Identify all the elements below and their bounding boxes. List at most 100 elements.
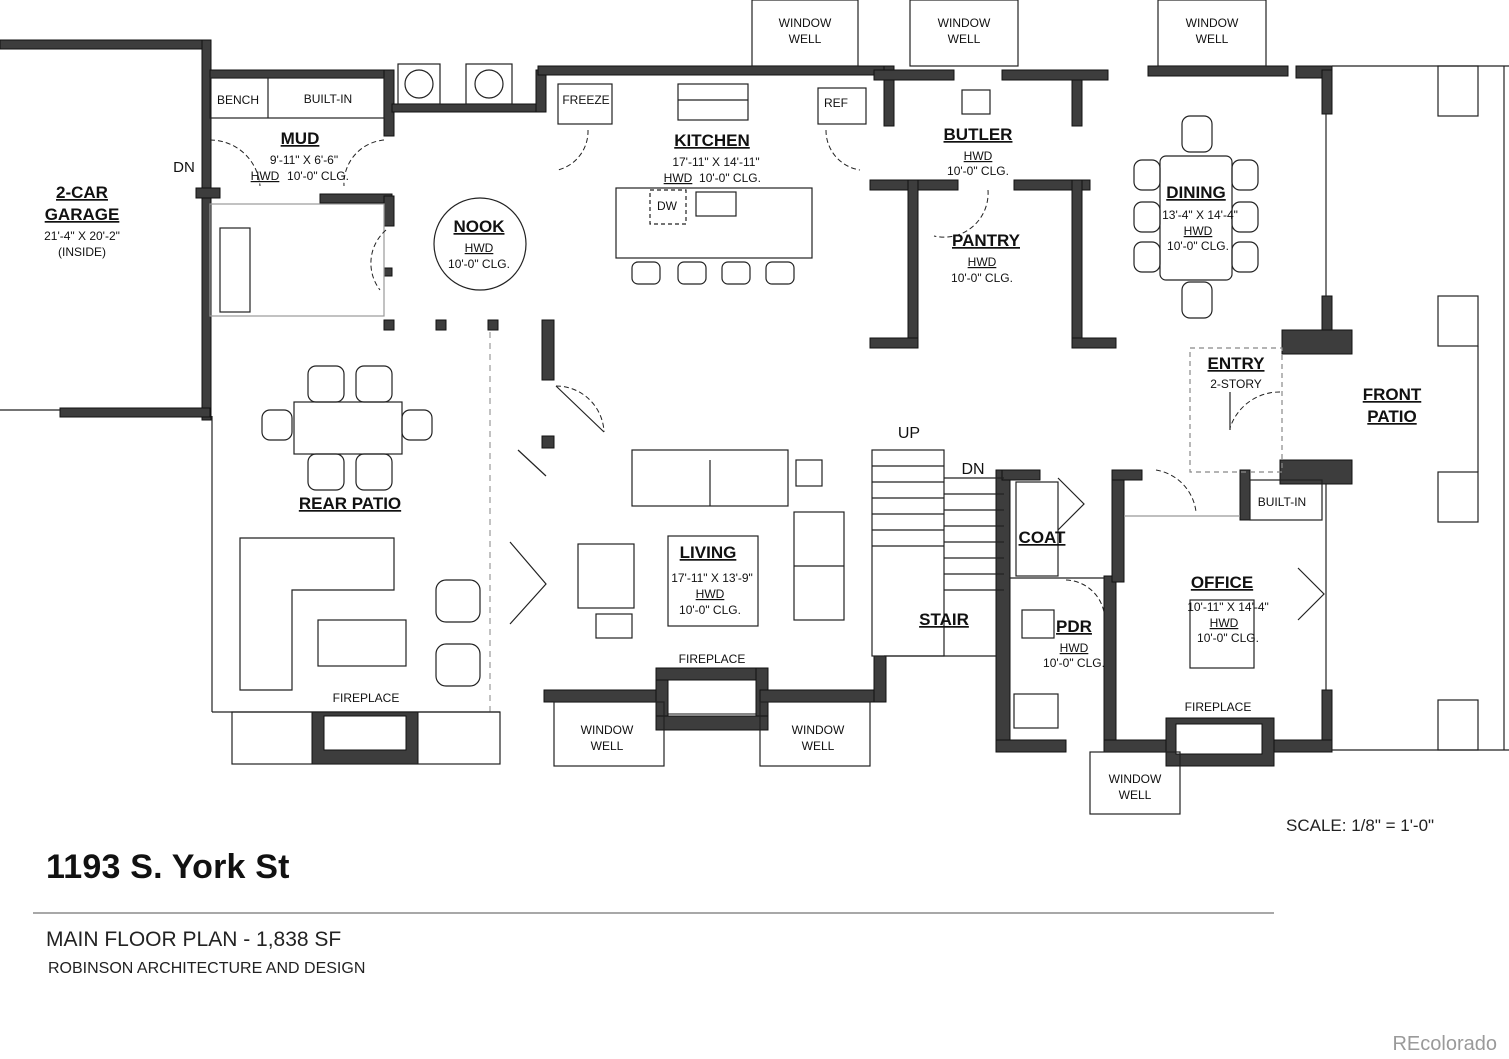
kitchen-ref-label: REF xyxy=(824,96,848,110)
nook-ceiling: 10'-0" CLG. xyxy=(448,257,510,271)
pantry-wall xyxy=(1071,337,1117,349)
butler-floor: HWD xyxy=(964,149,993,163)
living-wall xyxy=(541,319,555,381)
north-wall xyxy=(537,65,895,76)
kitchen-floor: HWD xyxy=(664,171,693,185)
nook-floor: HWD xyxy=(465,241,494,255)
coat-name: COAT xyxy=(1019,528,1067,547)
entry-name: ENTRY xyxy=(1208,354,1266,373)
dining-floor: HWD xyxy=(1184,224,1213,238)
stair-dn-label: DN xyxy=(961,461,984,478)
mud-builtin-label: BUILT-IN xyxy=(304,92,352,106)
pdr-floor: HWD xyxy=(1060,641,1089,655)
kitchen-name: KITCHEN xyxy=(674,131,750,150)
north-wall xyxy=(1147,65,1289,77)
living-wall xyxy=(655,715,769,731)
living-wall xyxy=(543,689,665,703)
office-floor: HWD xyxy=(1210,616,1239,630)
living-wall xyxy=(541,435,555,449)
mud-bench-label: BENCH xyxy=(217,93,259,107)
pdr-wall xyxy=(1103,575,1117,753)
window-well-label: WINDOW xyxy=(581,723,634,737)
garage-wall xyxy=(201,39,212,421)
living-wall xyxy=(759,689,885,703)
office-wall xyxy=(1103,739,1171,753)
mud-wall xyxy=(195,187,221,199)
window-well-label: WINDOW xyxy=(938,16,991,30)
office-builtin-label: BUILT-IN xyxy=(1258,495,1306,509)
stair-up-label: UP xyxy=(898,425,920,442)
office-dims: 10'-11" X 14'-4" xyxy=(1187,600,1269,614)
garage-name-line1: 2-CAR xyxy=(56,183,108,202)
office-wall xyxy=(1111,469,1143,481)
office-name: OFFICE xyxy=(1191,573,1253,592)
window-well-label: WINDOW xyxy=(792,723,845,737)
kitchen-dw-label: DW xyxy=(657,199,678,213)
title-divider xyxy=(33,912,1274,914)
pantry-wall xyxy=(869,179,911,191)
pantry-wall xyxy=(1013,179,1091,191)
living-wall xyxy=(873,655,887,703)
north-wall xyxy=(883,65,895,127)
office-wall xyxy=(1111,469,1125,583)
mud-wall xyxy=(391,103,545,113)
kitchen-dims: 17'-11" X 14'-11" xyxy=(672,155,759,169)
pantry-ceiling: 10'-0" CLG. xyxy=(951,271,1013,285)
mud-wall xyxy=(383,69,395,137)
pdr-name: PDR xyxy=(1056,617,1092,636)
kitchen-freeze-label: FREEZE xyxy=(562,93,609,107)
office-wall xyxy=(1239,469,1251,521)
mud-wall xyxy=(383,195,395,227)
mud-dn-label: DN xyxy=(173,159,195,176)
living-name: LIVING xyxy=(680,543,737,562)
watermark: REcolorado xyxy=(1392,1033,1497,1055)
garage-note: (INSIDE) xyxy=(58,245,106,259)
dining-name: DINING xyxy=(1166,183,1226,202)
window-well-label: WELL xyxy=(948,32,981,46)
living-dims: 17'-11" X 13'-9" xyxy=(671,571,753,585)
mud-dims: 9'-11" X 6'-6" xyxy=(270,153,338,167)
north-wall xyxy=(873,69,955,81)
plan-title: MAIN FLOOR PLAN - 1,838 SF xyxy=(46,928,342,951)
pantry-wall xyxy=(907,179,919,349)
pantry-floor: HWD xyxy=(968,255,997,269)
nook-post xyxy=(435,319,447,331)
garage-name-line2: GARAGE xyxy=(45,205,120,224)
entry-note: 2-STORY xyxy=(1210,377,1262,391)
living-wall xyxy=(655,667,767,681)
garage-wall xyxy=(59,407,211,418)
stair-wall xyxy=(995,469,1011,751)
window-well-label: WINDOW xyxy=(1186,16,1239,30)
window-well-label: WINDOW xyxy=(1109,772,1162,786)
mud-floor: HWD xyxy=(251,169,280,183)
living-ceiling: 10'-0" CLG. xyxy=(679,603,741,617)
property-address: 1193 S. York St xyxy=(46,848,290,886)
butler-ceiling: 10'-0" CLG. xyxy=(947,164,1009,178)
garage-dims: 21'-4" X 20'-2" xyxy=(44,229,120,243)
north-wall xyxy=(1001,69,1109,81)
firm-name: ROBINSON ARCHITECTURE AND DESIGN xyxy=(48,960,366,977)
dining-ceiling: 10'-0" CLG. xyxy=(1167,239,1229,253)
stair-wall xyxy=(1001,469,1041,481)
east-wall xyxy=(1281,329,1353,355)
kitchen-ceiling: 10'-0" CLG. xyxy=(699,171,761,185)
window-well-label: WELL xyxy=(591,739,624,753)
nook-post xyxy=(383,319,395,331)
window-well-label: WELL xyxy=(1196,32,1229,46)
scale-note: SCALE: 1/8" = 1'-0" xyxy=(1286,816,1435,835)
pantry-wall xyxy=(1071,179,1083,349)
butler-name: BUTLER xyxy=(944,125,1013,144)
mud-ceiling: 10'-0" CLG. xyxy=(287,169,349,183)
window-well-label: WELL xyxy=(1119,788,1152,802)
window-well-label: WELL xyxy=(789,32,822,46)
window-well-label: WINDOW xyxy=(779,16,832,30)
pantry-wall xyxy=(917,179,959,191)
mud-wall xyxy=(535,69,547,113)
office-ceiling: 10'-0" CLG. xyxy=(1197,631,1259,645)
stair-name: STAIR xyxy=(919,610,969,629)
nook-post xyxy=(487,319,499,331)
rear-patio-fireplace-label: FIREPLACE xyxy=(333,691,400,705)
pantry-name: PANTRY xyxy=(952,231,1021,250)
living-floor: HWD xyxy=(696,587,725,601)
